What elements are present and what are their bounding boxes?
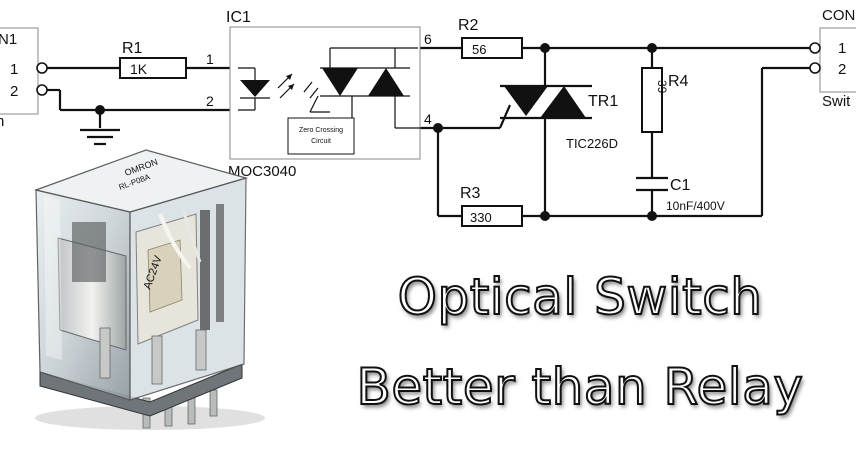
ic1-part: MOC3040 — [228, 163, 296, 180]
tr1-ref: TR1 — [588, 93, 618, 110]
r3-value: 330 — [470, 210, 492, 225]
zero-crossing-label-2: Circuit — [311, 138, 331, 145]
tr1-part: TIC226D — [566, 136, 618, 151]
output-connector-pin2: 2 — [838, 61, 846, 78]
r1-ref: R1 — [122, 40, 143, 57]
ic1-pin2: 2 — [206, 93, 214, 109]
input-connector-ref: N1 — [0, 31, 17, 48]
input-connector-sub-label: n — [0, 113, 4, 130]
input-connector: N1 1 2 n — [0, 27, 48, 130]
led-icon — [240, 80, 270, 97]
r1-value: 1K — [130, 61, 148, 77]
r2-ref: R2 — [458, 17, 479, 34]
c1-value: 10nF/400V — [666, 199, 725, 213]
triac-tr1: TR1 TIC226D — [500, 84, 618, 151]
headline-line-2: Better than Relay — [356, 357, 804, 417]
zero-crossing-box — [287, 117, 355, 155]
input-connector-pin2: 2 — [10, 83, 18, 100]
r4-ref: R4 — [668, 73, 689, 90]
r4-value: 39 — [655, 80, 669, 94]
junction-dots — [95, 43, 657, 221]
resistor-r4: R4 39 — [641, 67, 689, 133]
ic1-ref: IC1 — [226, 9, 251, 26]
c1-ref: C1 — [670, 177, 691, 194]
r2-value: 56 — [472, 42, 486, 57]
ic1-pin6: 6 — [424, 31, 432, 47]
resistor-r1: R1 1K — [119, 40, 187, 79]
light-arrows-icon — [277, 73, 295, 99]
input-terminal-2 — [36, 84, 48, 96]
output-terminal-2 — [809, 62, 821, 74]
opto-triac-icon — [309, 47, 420, 129]
relay-illustration: OMRON RL-P08A AC24V — [33, 149, 265, 430]
zero-crossing-label-1: Zero Crossing — [299, 127, 343, 134]
ic1-optocoupler: IC1 MOC3040 1 2 6 4 — [206, 9, 432, 180]
triac-icon — [504, 86, 548, 116]
resistor-r3: R3 330 — [460, 185, 523, 227]
output-connector-sub-label: Swit — [822, 93, 851, 110]
resistor-r2: R2 56 — [458, 17, 523, 59]
ground-symbol — [80, 128, 120, 146]
wires — [47, 46, 810, 218]
input-connector-pin1: 1 — [10, 61, 18, 78]
output-terminal-1 — [809, 42, 821, 54]
output-connector-pin1: 1 — [838, 40, 846, 57]
output-connector-ref: CON — [822, 7, 855, 24]
output-connector: CON 1 2 Swit — [809, 7, 856, 110]
headline-line-1: Optical Switch — [397, 267, 763, 327]
r3-ref: R3 — [460, 185, 481, 202]
ic1-pin4: 4 — [424, 111, 432, 127]
capacitor-c1: C1 10nF/400V — [636, 176, 725, 213]
input-terminal-1 — [36, 62, 48, 74]
ic1-pin1: 1 — [206, 51, 214, 67]
